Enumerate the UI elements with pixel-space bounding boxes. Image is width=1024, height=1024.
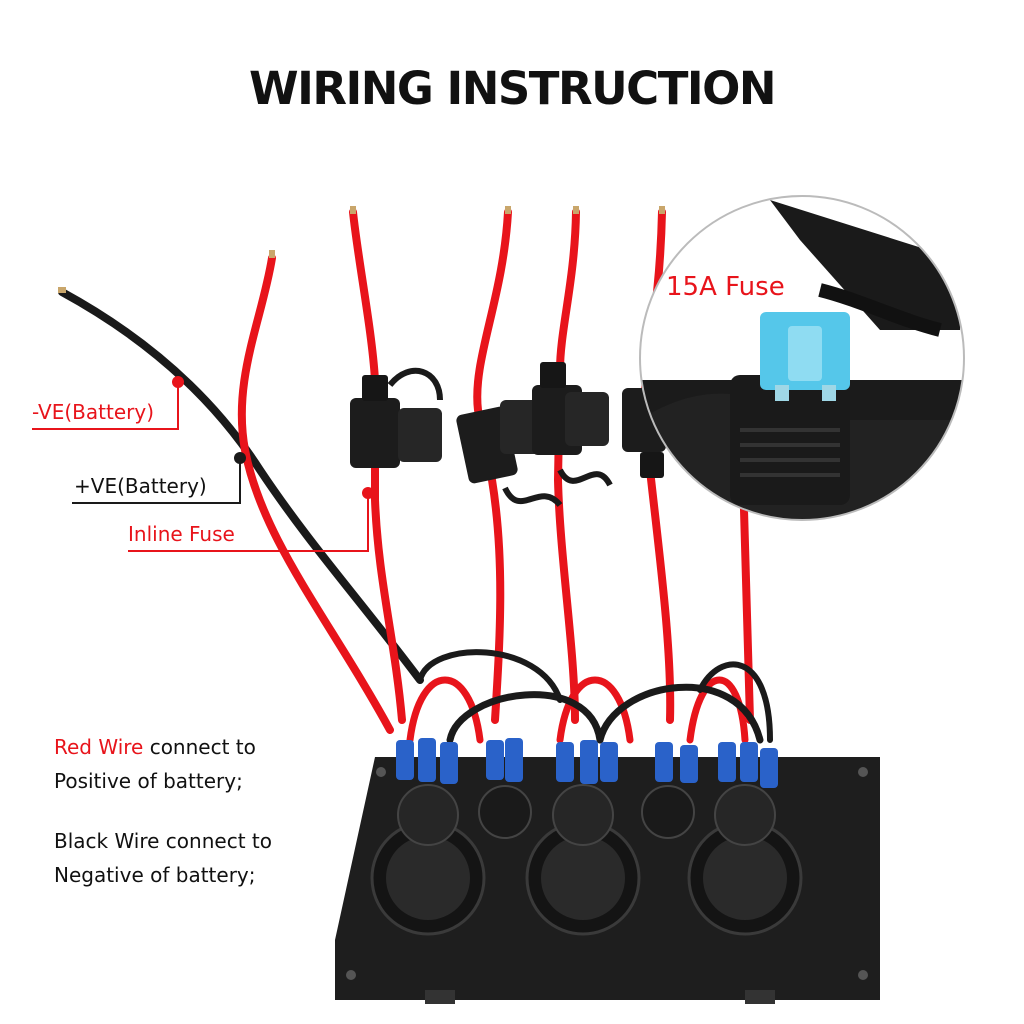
loop-wire-black: [596, 683, 764, 744]
loop-wire-red: [556, 676, 634, 744]
fuse-wire-2: [473, 208, 512, 724]
neg-battery-leader: [32, 382, 179, 430]
copper-tips: [58, 206, 665, 293]
fuse-magnifier: [639, 195, 965, 521]
red-wire-highlight: Red Wire: [54, 735, 144, 759]
inline-fuse-label: Inline Fuse: [128, 522, 235, 546]
switch-small-1: [478, 785, 532, 839]
neg-battery-dot: [172, 376, 184, 388]
red-wire-note-line1: connect to: [143, 735, 256, 759]
black-wire-note-line2: Negative of battery;: [54, 863, 256, 887]
fuse-wire-1: [349, 208, 406, 724]
inline-fuse-holder-1: [350, 367, 443, 468]
pos-battery-label: +VE(Battery): [74, 474, 207, 498]
socket-middle: [525, 784, 641, 936]
loop-wire-red: [686, 676, 749, 744]
blue-terminals: [396, 738, 778, 788]
loop-wire-black: [697, 661, 773, 743]
loop-wire-black: [446, 691, 604, 744]
fuse-rating-label: 15A Fuse: [666, 272, 785, 302]
loop-wire-black: [417, 649, 563, 703]
socket-left: [370, 784, 486, 936]
black-wire-note-line1: Black Wire connect to: [54, 829, 272, 853]
fuse-wire-3: [553, 208, 580, 724]
inline-fuse-dot: [362, 487, 374, 499]
switch-small-2: [641, 785, 695, 839]
neg-battery-label: -VE(Battery): [32, 400, 154, 424]
red-battery-wire: [237, 254, 394, 734]
loop-wire-red: [406, 676, 484, 744]
socket-right: [687, 784, 803, 936]
inline-fuse-holder-3: [532, 362, 613, 487]
inline-fuse-leader: [128, 495, 369, 552]
page-title: WIRING INSTRUCTION: [248, 62, 777, 115]
black-wire-note: Black Wire connect to Negative of batter…: [54, 824, 272, 892]
red-wire-note-line2: Positive of battery;: [54, 769, 243, 793]
pos-battery-dot: [234, 452, 246, 464]
pos-battery-leader: [72, 460, 241, 504]
black-battery-wire: [58, 288, 424, 684]
red-wire-note: Red Wire connect to Positive of battery;: [54, 730, 256, 798]
